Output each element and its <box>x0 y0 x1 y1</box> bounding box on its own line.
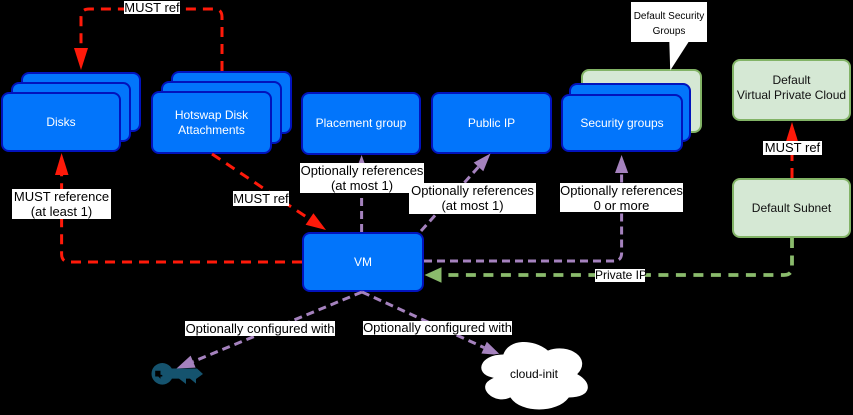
svg-text:cloud-init: cloud-init <box>510 367 559 381</box>
